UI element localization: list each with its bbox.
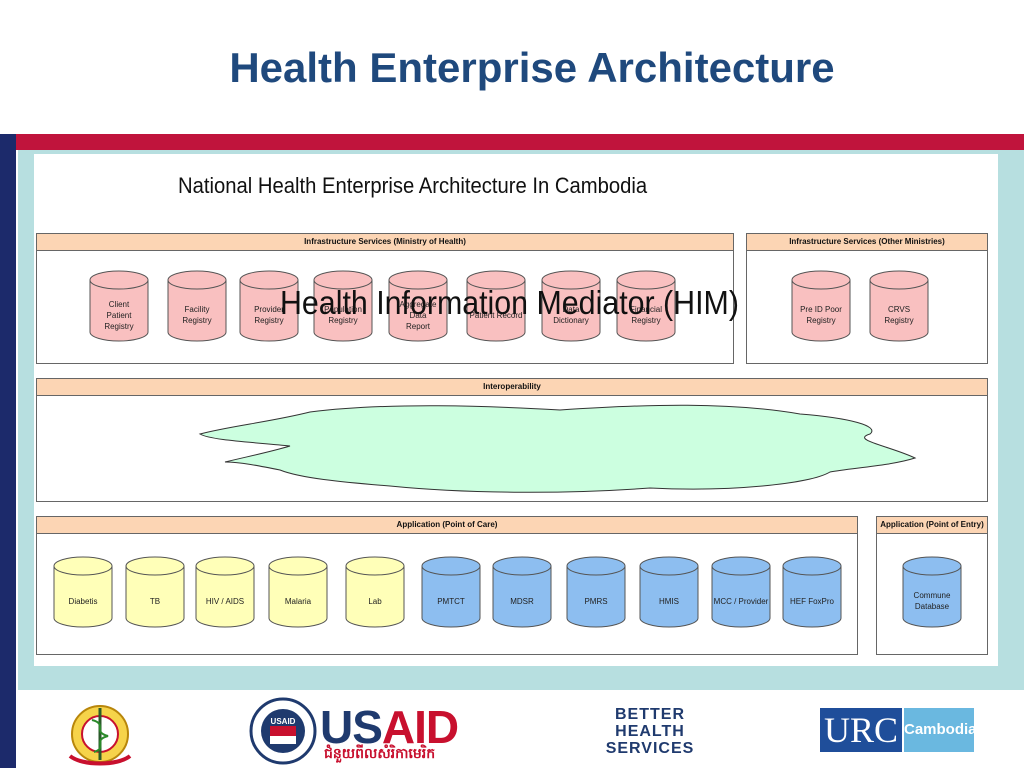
him-label: Health Information Mediator (HIM) — [280, 284, 739, 321]
registry-moh-8: Financial Registry — [616, 270, 676, 342]
app-poc-blue-6: HEF FoxPro — [782, 556, 842, 628]
registry-moh-4: Population Registry — [313, 270, 373, 342]
registry-other-label: CRVS Registry — [884, 305, 914, 325]
app-poc-blue-label: MCC / Provider — [713, 596, 769, 606]
registry-moh-5: Aggregate Data Report — [388, 270, 448, 342]
app-poc-blue-3: PMRS — [566, 556, 626, 628]
panel-app-poe-header: Application (Point of Entry) — [877, 517, 987, 534]
app-poc-yellow-label: Malaria — [284, 596, 312, 606]
panel-infra-moh: Infrastructure Services (Ministry of Hea… — [36, 233, 734, 364]
diagram-title: National Health Enterprise Architecture … — [178, 173, 648, 198]
him-cloud — [198, 404, 917, 493]
panel-app-poc: Application (Point of Care) Diabetis TB HI… — [36, 516, 858, 655]
panel-app-poc-header: Application (Point of Care) — [37, 517, 857, 534]
slide-title: Health Enterprise Architecture — [229, 44, 835, 91]
app-poc-yellow-label: Lab — [368, 596, 382, 606]
app-poc-blue-4: HMIS — [639, 556, 699, 628]
usaid-subtitle: ជំនួយពីលសំរិកាមេរិក — [324, 745, 436, 761]
registry-moh-7: Data Dictionary — [541, 270, 601, 342]
registry-moh-label: Patient Record — [469, 310, 523, 320]
app-poc-yellow-1: Diabetis — [53, 556, 113, 628]
navy-side-bar — [0, 134, 16, 768]
svg-text:USAID: USAID — [271, 717, 296, 726]
app-poc-yellow-2: TB — [125, 556, 185, 628]
app-poc-yellow-3: HIV / AIDS — [195, 556, 255, 628]
app-poc-blue-label: PMTCT — [437, 596, 465, 606]
moh-emblem-icon — [68, 705, 132, 766]
registry-moh-label: Data Dictionary — [553, 305, 589, 325]
app-poc-yellow-5: Lab — [345, 556, 405, 628]
panel-infra-other: Infrastructure Services (Other Ministrie… — [746, 233, 988, 364]
registry-moh-label: Population Registry — [324, 305, 362, 325]
app-poe-1: Commune Database — [902, 556, 962, 628]
panel-app-poe: Application (Point of Entry) Commune Dat… — [876, 516, 988, 655]
registry-moh-label: Aggregate Data Report — [399, 299, 437, 331]
panel-infra-other-header: Infrastructure Services (Other Ministrie… — [747, 234, 987, 251]
app-poc-blue-label: HEF FoxPro — [789, 596, 834, 606]
registry-other-1: Pre ID Poor Registry — [791, 270, 851, 342]
registry-moh-6: Patient Record — [466, 270, 526, 342]
registry-other-2: CRVS Registry — [869, 270, 929, 342]
app-poc-blue-label: HMIS — [659, 596, 679, 606]
registry-moh-1: Client Patient Registry — [89, 270, 149, 342]
urc-logo: URC — [820, 708, 902, 752]
registry-moh-label: Facility Registry — [182, 305, 212, 325]
registry-moh-label: Financial Registry — [629, 305, 662, 325]
registry-moh-label: Provider Registry — [254, 305, 284, 325]
app-poc-yellow-4: Malaria — [268, 556, 328, 628]
panel-infra-moh-header: Infrastructure Services (Ministry of Hea… — [37, 234, 733, 251]
red-accent-bar — [16, 134, 1024, 150]
app-poc-yellow-label: TB — [149, 596, 161, 606]
panel-interoperability-header: Interoperability — [37, 379, 987, 396]
registry-other-label: Pre ID Poor Registry — [800, 305, 842, 325]
app-poc-blue-5: MCC / Provider — [711, 556, 771, 628]
better-health-services-logo: BETTER HEALTH SERVICES — [605, 706, 695, 757]
registry-moh-3: Provider Registry — [239, 270, 299, 342]
app-poc-yellow-label: Diabetis — [68, 596, 98, 606]
registry-moh-label: Client Patient Registry — [104, 299, 134, 331]
usaid-wordmark: USAID — [320, 701, 459, 753]
app-poc-blue-2: MDSR — [492, 556, 552, 628]
app-poe-label: Commune Database — [913, 591, 951, 611]
usaid-seal-icon: USAID — [249, 697, 317, 765]
app-poc-blue-label: PMRS — [584, 596, 608, 606]
registry-moh-2: Facility Registry — [167, 270, 227, 342]
app-poc-blue-label: MDSR — [510, 596, 534, 606]
app-poc-yellow-label: HIV / AIDS — [205, 596, 245, 606]
app-poc-blue-1: PMTCT — [421, 556, 481, 628]
urc-cambodia-label: Cambodia — [904, 708, 977, 752]
